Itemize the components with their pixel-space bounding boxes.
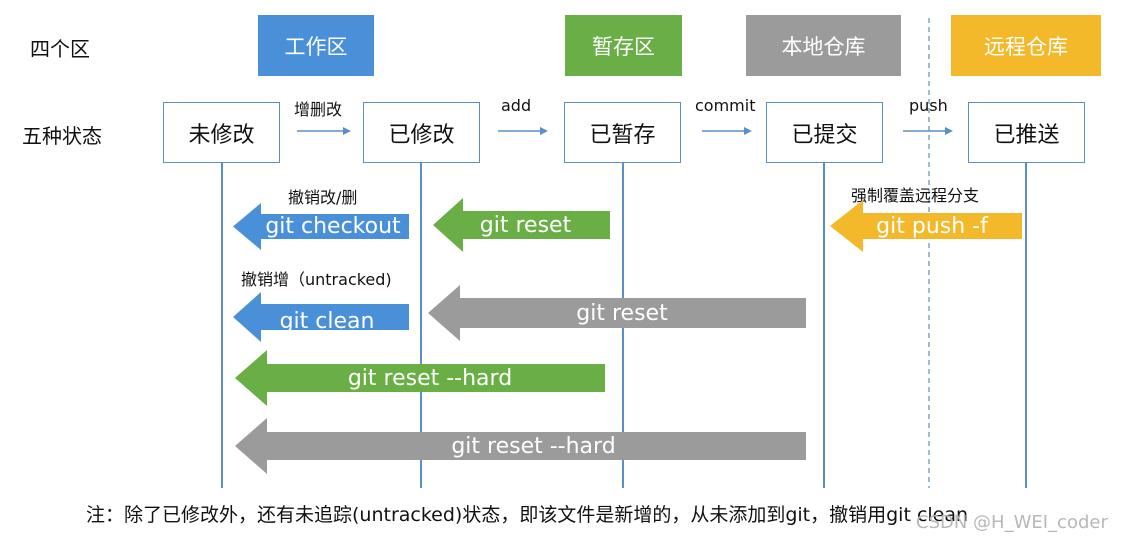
forward-arrow-add [498, 127, 548, 135]
state-unmodified: 未修改 [163, 102, 280, 163]
force-push-caption: 强制覆盖远程分支 [851, 186, 980, 205]
state-modified: 已修改 [363, 102, 480, 163]
area-workspace: 工作区 [258, 15, 374, 76]
area-local-repo: 本地仓库 [746, 15, 901, 76]
git-reset-hard-staged-label: git reset --hard [347, 365, 513, 391]
area-staging: 暂存区 [565, 15, 682, 76]
forward-arrow-edit [297, 127, 351, 135]
undo-add-caption: 撤销增（untracked) [241, 270, 392, 289]
area-remote-repo: 远程仓库 [951, 15, 1101, 76]
states-row-label: 五种状态 [22, 124, 102, 148]
state-staged: 已暂存 [564, 102, 681, 163]
undo-modify-caption: 撤销改/删 [288, 188, 358, 207]
git-reset-commit-label: git reset [576, 300, 668, 326]
git-clean-label: git clean [279, 308, 375, 334]
git-reset-hard-commit-label: git reset --hard [451, 433, 616, 459]
arrow-git-push-force: git push -f [830, 200, 1022, 252]
transition-add-label: add [501, 96, 532, 115]
transition-commit-label: commit [695, 96, 756, 115]
git-checkout-label: git checkout [265, 214, 401, 239]
arrow-git-reset-commit: git reset [428, 285, 806, 341]
git-push-force-label: git push -f [876, 213, 988, 239]
state-committed: 已提交 [766, 102, 883, 163]
git-reset-staged-label: git reset [479, 212, 572, 238]
forward-arrow-push [903, 127, 953, 135]
csdn-watermark: CSDN @H_WEI_coder [916, 512, 1108, 533]
arrow-git-reset-hard-commit: git reset --hard [235, 418, 806, 474]
transition-edit-label: 增删改 [294, 100, 343, 119]
footnote: 注：除了已修改外，还有未追踪(untracked)状态，即该文件是新增的，从未添… [86, 504, 969, 526]
areas-row-label: 四个区 [30, 37, 90, 61]
arrow-git-reset-staged: git reset [433, 198, 610, 252]
transition-push-label: push [909, 96, 948, 115]
arrow-git-checkout: git checkout [233, 203, 409, 250]
arrow-git-reset-hard-staged: git reset --hard [235, 350, 605, 406]
state-pushed: 已推送 [968, 102, 1085, 163]
forward-arrow-commit [702, 127, 752, 135]
arrow-git-clean: git clean [233, 292, 409, 342]
